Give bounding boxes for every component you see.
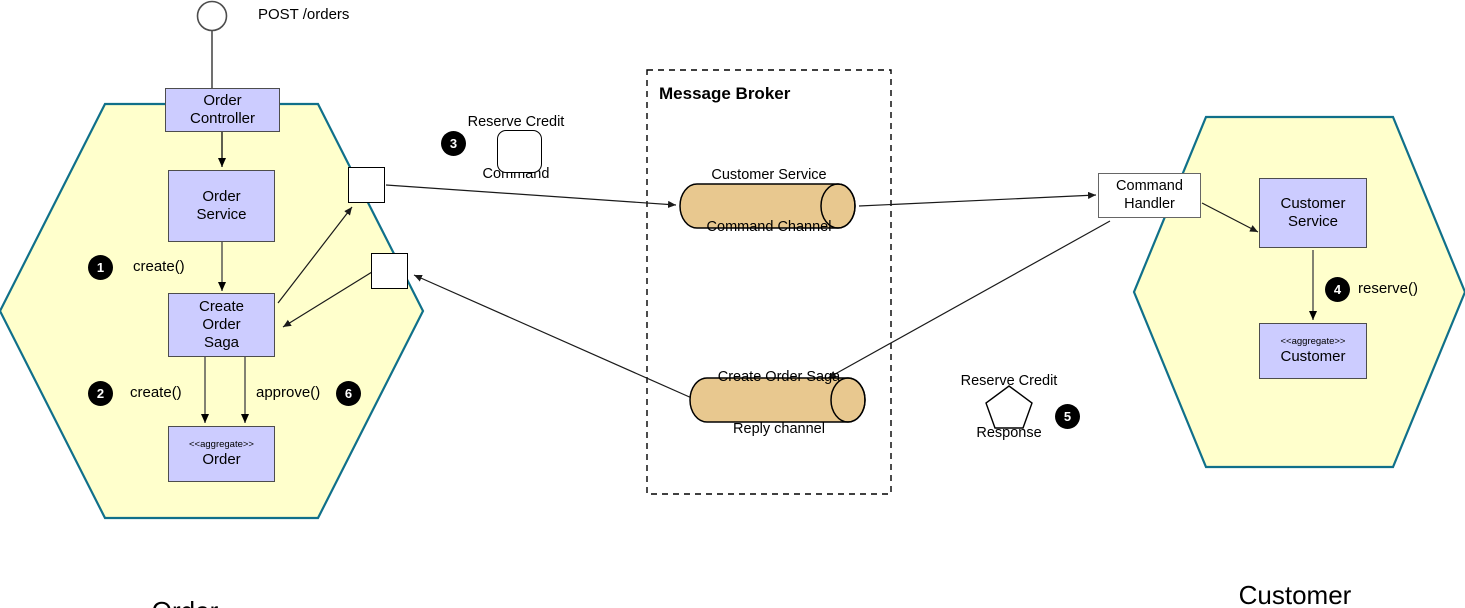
order-service-inbound-port[interactable] bbox=[371, 253, 408, 289]
step-badge-3: 3 bbox=[441, 131, 466, 156]
order-controller-line1: Order bbox=[203, 92, 242, 110]
order-service-line1: Order bbox=[202, 188, 241, 206]
order-aggregate-box[interactable]: <<aggregate>> Order bbox=[168, 426, 275, 482]
edge-inbound-port-to-saga bbox=[282, 271, 373, 328]
rounded-square-message-icon bbox=[497, 130, 542, 173]
step-badge-5: 5 bbox=[1055, 404, 1080, 429]
step-badge-1: 1 bbox=[88, 255, 113, 280]
customer-aggregate-stereotype: <<aggregate>> bbox=[1280, 335, 1346, 347]
approve-call-label: approve() bbox=[256, 384, 321, 401]
order-service-caption-line1: Order bbox=[100, 596, 270, 608]
customer-service-line2: Service bbox=[1287, 213, 1339, 230]
pentagon-message-icon bbox=[985, 385, 1033, 429]
order-aggregate-label: Order bbox=[202, 451, 241, 469]
reserve-credit-response-label: Reserve Credit Response bbox=[935, 339, 1083, 476]
order-service-line2: Service bbox=[196, 206, 247, 223]
create-order-saga-line2: Order bbox=[202, 316, 241, 334]
create-call-label-1: create() bbox=[133, 258, 185, 275]
command-channel-line2: Command Channel bbox=[706, 218, 832, 235]
message-broker-title: Message Broker bbox=[659, 84, 791, 103]
edge-reply-channel-to-inbound-port bbox=[413, 274, 695, 400]
order-controller-box[interactable]: Order Controller bbox=[165, 88, 280, 132]
reserve-credit-response-line2: Response bbox=[976, 424, 1042, 441]
message-broker-container bbox=[646, 69, 892, 495]
create-order-saga-reply-channel-label: Create Order Saga Reply channel bbox=[690, 335, 868, 472]
create-call-label-2: create() bbox=[130, 384, 182, 401]
reserve-call-label: reserve() bbox=[1358, 280, 1419, 297]
customer-service-command-channel-label: Customer Service Command Channel bbox=[680, 133, 858, 270]
customer-service-box[interactable]: Customer Service bbox=[1259, 178, 1367, 248]
post-orders-label: POST /orders bbox=[258, 6, 350, 23]
step-badge-4: 4 bbox=[1325, 277, 1350, 302]
command-channel-line1: Customer Service bbox=[711, 167, 827, 184]
customer-service-line1: Customer bbox=[1280, 195, 1346, 213]
reserve-credit-response-line1: Reserve Credit bbox=[960, 373, 1058, 390]
customer-aggregate-label: Customer bbox=[1280, 348, 1346, 366]
customer-service-caption-line1: Customer bbox=[1238, 580, 1352, 608]
create-order-saga-box[interactable]: Create Order Saga bbox=[168, 293, 275, 357]
order-service-box[interactable]: Order Service bbox=[168, 170, 275, 242]
create-order-saga-line3: Saga bbox=[203, 333, 240, 351]
create-order-saga-reply-channel-cylinder bbox=[689, 377, 866, 423]
command-handler-line1: Command bbox=[1116, 178, 1183, 195]
edge-saga-to-outbound-port bbox=[277, 206, 353, 304]
create-order-saga-line1: Create bbox=[198, 298, 245, 316]
customer-service-command-channel-cylinder bbox=[679, 183, 856, 229]
customer-service-hexagon bbox=[1132, 115, 1465, 469]
edge-outbound-port-to-command-channel bbox=[385, 184, 677, 209]
reply-channel-line2: Reply channel bbox=[733, 420, 825, 437]
order-aggregate-stereotype: <<aggregate>> bbox=[189, 438, 254, 450]
customer-aggregate-box[interactable]: <<aggregate>> Customer bbox=[1259, 323, 1367, 379]
command-handler-box[interactable]: Command Handler bbox=[1098, 173, 1201, 218]
order-service-caption: Order Service bbox=[100, 535, 270, 608]
reserve-credit-command-line1: Reserve Credit bbox=[467, 114, 565, 131]
edge-command-channel-to-handler bbox=[858, 191, 1097, 207]
step-badge-2: 2 bbox=[88, 381, 113, 406]
reply-channel-line1: Create Order Saga bbox=[717, 369, 841, 386]
order-service-outbound-port[interactable] bbox=[348, 167, 385, 203]
edge-handler-to-reply-channel bbox=[827, 220, 1111, 379]
edge-handler-to-customer-service bbox=[1201, 202, 1259, 233]
step-badge-6: 6 bbox=[336, 381, 361, 406]
rest-endpoint-circle bbox=[196, 0, 228, 32]
order-controller-line2: Controller bbox=[189, 110, 256, 127]
customer-service-caption: Customer Service bbox=[1195, 519, 1395, 608]
command-handler-line2: Handler bbox=[1124, 195, 1175, 212]
